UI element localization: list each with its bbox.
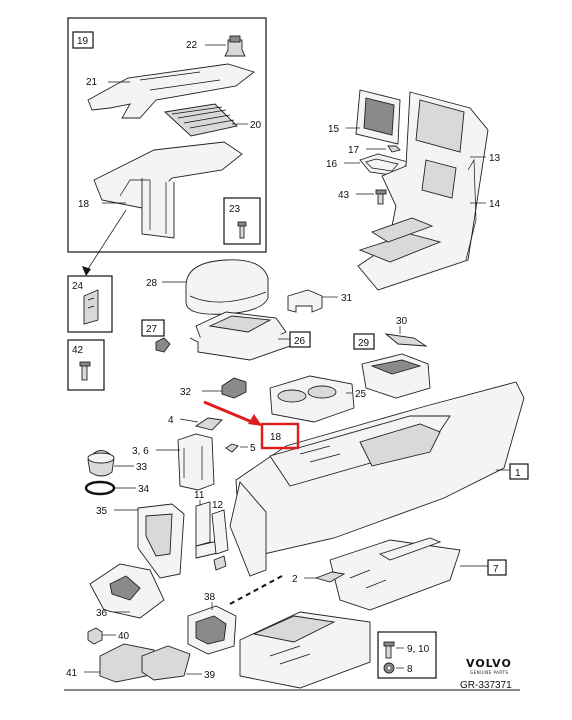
callout-29: 28 <box>146 278 158 289</box>
callout-43: 43 <box>338 190 350 201</box>
callout-23: 22 <box>186 40 198 51</box>
callout-25: 24 <box>72 281 84 292</box>
part-40-clip <box>87 627 103 645</box>
callout-17: 17 <box>348 145 360 156</box>
callout-3-6: 3, 6 <box>132 446 149 457</box>
part-9-10-bolt <box>383 641 395 659</box>
part-41-cover <box>99 643 155 683</box>
callout-35: 34 <box>138 484 150 495</box>
part-23-knob <box>224 35 246 57</box>
callout-39: 39 <box>204 670 216 681</box>
callout-8: 8 <box>407 664 413 675</box>
callout-31: 30 <box>396 316 408 327</box>
callout-32: 31 <box>341 293 353 304</box>
part-22-trim <box>87 63 255 119</box>
part-33-switch <box>221 377 247 399</box>
callout-7-box <box>487 559 507 576</box>
callout-24: 23 <box>229 204 241 215</box>
part-30-tray <box>361 353 431 399</box>
callout-7: 7 <box>493 564 499 575</box>
callout-33: 32 <box>180 387 192 398</box>
part-2-plate <box>314 571 346 583</box>
part-20-frame <box>93 141 243 239</box>
callout-9-10: 9, 10 <box>407 644 430 655</box>
callout-42: 42 <box>72 345 84 356</box>
callout-27: 26 <box>294 336 306 347</box>
part-27-tray <box>189 311 291 361</box>
part-15-display <box>355 89 401 145</box>
callout-1-box <box>509 463 529 480</box>
console-rear-base <box>239 611 371 689</box>
callout-28-box <box>141 319 165 337</box>
part-8-nut <box>383 662 395 674</box>
part-3-6-panel <box>177 433 215 491</box>
inset-number: 19 <box>77 36 89 47</box>
part-32-bracket <box>287 289 323 313</box>
part-36-side-panel <box>137 503 185 579</box>
callout-15: 15 <box>328 124 340 135</box>
callout-36: 35 <box>96 506 108 517</box>
callout-12: 12 <box>212 500 224 511</box>
part-37-console-panel <box>89 563 165 619</box>
part-38-switch-panel <box>187 605 237 655</box>
callout-30-box <box>353 333 375 350</box>
callout-34: 33 <box>136 462 148 473</box>
highlight-box-18 <box>260 422 300 450</box>
part-13-14-center-stack <box>357 91 489 291</box>
part-43-screw <box>375 189 387 205</box>
part-25-box <box>67 275 113 333</box>
part-24-screw <box>237 221 247 239</box>
callout-1: 1 <box>515 468 521 479</box>
callout-41: 41 <box>66 668 78 679</box>
part-42-box <box>67 339 105 391</box>
part-24-box <box>223 197 261 245</box>
part-31-insert <box>384 333 428 347</box>
callout-26: 25 <box>355 389 367 400</box>
part-4-plate <box>194 417 223 431</box>
part-39-cover <box>141 645 191 681</box>
inset-frame <box>67 17 267 253</box>
callout-27-box <box>289 331 311 348</box>
part-5-clip <box>225 443 239 453</box>
callout-21: 20 <box>250 120 262 131</box>
callout-11: 11 <box>194 490 205 501</box>
callout-5: 5 <box>250 443 256 454</box>
brand-logo: VOLVO <box>466 657 512 670</box>
callout-20: 18 <box>78 199 90 210</box>
part-28-clip <box>155 337 171 353</box>
callout-37: 36 <box>96 608 108 619</box>
part-29-armrest-lid <box>185 259 269 315</box>
callout-13: 13 <box>489 153 501 164</box>
part-12-bracket <box>211 509 229 571</box>
part-35-ring <box>84 480 116 496</box>
callout-38: 38 <box>204 592 216 603</box>
inset-number-box <box>72 31 94 49</box>
callout-2: 2 <box>292 574 298 585</box>
part-26-cupholder <box>269 375 355 423</box>
part-8-9-10-box <box>377 631 437 679</box>
part-7-floor-bracket <box>329 537 461 611</box>
callout-16: 16 <box>326 159 338 170</box>
callout-40: 40 <box>118 631 130 642</box>
callout-30: 29 <box>358 338 370 349</box>
part-1-console-body <box>229 381 525 577</box>
reference-code: GR-337371 <box>460 680 512 691</box>
callout-28: 27 <box>146 324 158 335</box>
callout-18: 18 <box>270 432 282 443</box>
callout-4: 4 <box>168 415 174 426</box>
part-17-clip <box>387 145 401 153</box>
callout-14: 14 <box>489 199 501 210</box>
part-42-screw <box>79 361 91 381</box>
brand-subtitle: GENUINE PARTS <box>470 670 508 675</box>
callout-22: 21 <box>86 77 98 88</box>
part-34-knob <box>87 450 115 477</box>
